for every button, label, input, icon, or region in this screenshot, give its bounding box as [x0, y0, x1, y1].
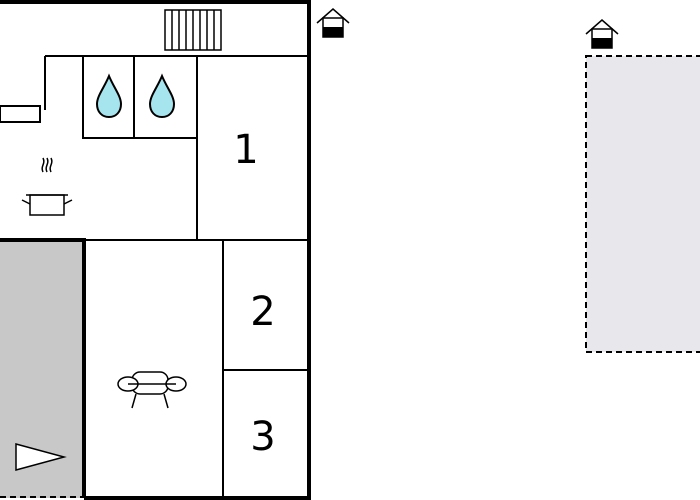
sofa-icon [117, 371, 187, 409]
water-drop-icon [95, 73, 123, 119]
cooking-pot-icon [21, 157, 73, 216]
room-label-2: 2 [250, 289, 275, 335]
pipe-box [0, 105, 41, 123]
house-icon [585, 19, 619, 49]
room-label-1: 1 [233, 127, 258, 173]
radiator-icon [164, 9, 222, 51]
room-label-3: 3 [250, 414, 275, 460]
bathroom [82, 55, 198, 139]
entrance-arrow-icon [15, 443, 67, 471]
outer-wall [0, 0, 311, 500]
house-icon [316, 8, 350, 38]
outdoor-area [585, 55, 700, 353]
water-drop-icon [148, 73, 176, 119]
